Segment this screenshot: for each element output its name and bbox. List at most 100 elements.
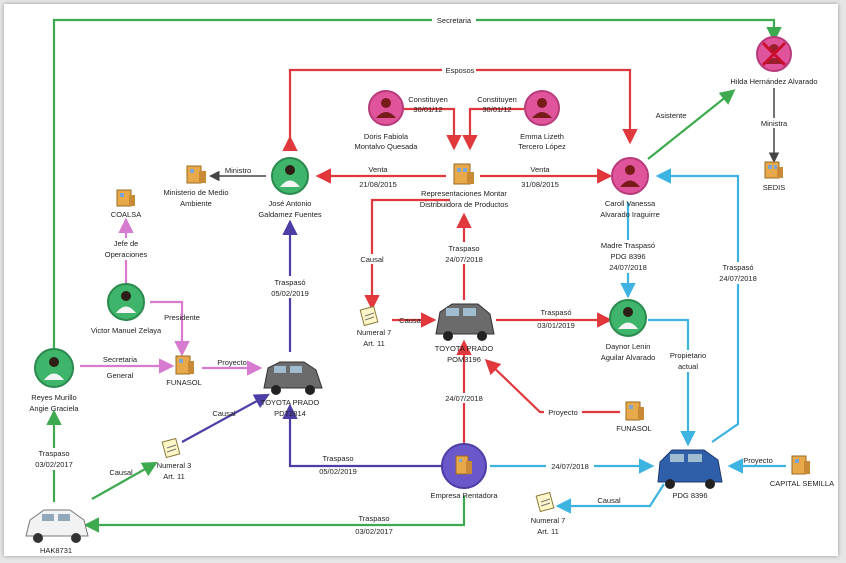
label-madre-2: PDG 8396 [610, 252, 645, 261]
toyota-pom-name-2: POM3196 [447, 355, 481, 364]
edge-asistente [647, 89, 736, 160]
node-numeral7-a[interactable]: Numeral 7 Art. 11 [357, 305, 392, 348]
label-traspaso-empresa-pdt-1: Traspaso [323, 454, 354, 463]
hak-name: HAK8731 [40, 546, 72, 555]
coalsa-name: COALSA [111, 210, 141, 219]
building-icon [455, 455, 472, 475]
node-hak[interactable]: HAK8731 [25, 509, 89, 555]
label-causal-green: Causal [109, 468, 133, 477]
numeral7-a-name-2: Art. 11 [363, 339, 385, 348]
edge-proyecto-red [484, 358, 620, 414]
label-traspaso-rep-2: 24/07/2018 [445, 255, 483, 264]
label-traspaso-right-1: Traspasó [723, 263, 754, 272]
edge-traspaso-right [655, 168, 740, 443]
jose-name-2: Galdamez Fuentes [258, 210, 322, 219]
label-venta-2a: Venta [530, 165, 550, 174]
node-representaciones[interactable]: Representaciones Montar Distribuidora de… [420, 163, 509, 209]
daynor-name-1: Daynor Lenin [606, 342, 651, 351]
numeral7-b-name-1: Numeral 7 [531, 516, 566, 525]
label-fecha-pom-empresa: 24/07/2018 [445, 394, 483, 403]
emma-name-1: Emma Lizeth [520, 132, 564, 141]
building-icon [764, 161, 783, 179]
node-funasol-1[interactable]: FUNASOL [166, 355, 202, 387]
node-doris[interactable]: Doris Fabiola Montalvo Quesada [355, 90, 419, 151]
building-icon [453, 163, 474, 185]
reyes-name-1: Reyes Murillo [31, 393, 76, 402]
building-icon [116, 189, 135, 207]
node-emma[interactable]: Emma Lizeth Tercero López [518, 90, 566, 151]
document-icon [161, 437, 181, 459]
car-suv-icon [263, 361, 323, 395]
node-ministerio[interactable]: Ministerio de Medio Ambiente [163, 165, 229, 208]
caroll-name-1: Caroll Vanessa [605, 199, 656, 208]
label-proyecto-1: Proyecto [217, 358, 247, 367]
edge-causal-purple [181, 393, 270, 443]
relationship-diagram: Secretaria Esposos Constituyen 30/01/12 … [25, 15, 834, 555]
node-victor[interactable]: Victor Manuel Zelaya [91, 283, 162, 335]
edge-causal-red [364, 198, 450, 311]
label-constituyen-1b: 30/01/12 [413, 105, 442, 114]
funasol-2-name: FUNASOL [616, 424, 651, 433]
caroll-name-2: Alvarado Iraguirre [600, 210, 660, 219]
node-coalsa[interactable]: COALSA [111, 189, 141, 219]
funasol-1-name: FUNASOL [166, 378, 201, 387]
label-constituyen-1a: Constituyen [408, 95, 448, 104]
label-traspaso-bottom-1: Traspaso [359, 514, 390, 523]
label-secretaria-general-2: General [107, 371, 134, 380]
edge-causal-blue [555, 483, 665, 514]
node-capital[interactable]: CAPITAL SEMILLA [770, 455, 834, 488]
label-venta-1b: 21/08/2015 [359, 180, 397, 189]
edge-presidente [150, 300, 190, 357]
label-traspaso-rep-1: Traspaso [449, 244, 480, 253]
label-causal-blue: Causal [597, 496, 621, 505]
car-white-icon [25, 509, 89, 543]
label-secretaria-top: Secretaria [437, 16, 472, 25]
node-caroll[interactable]: Caroll Vanessa Alvarado Iraguirre [600, 157, 660, 219]
node-pdg[interactable]: PDG 8396 [657, 449, 723, 500]
building-icon [625, 401, 644, 421]
label-madre-1: Madre Traspasó [601, 241, 655, 250]
label-traspaso-jose-2: 05/02/2019 [271, 289, 309, 298]
label-propietario-1: Propietario [670, 351, 706, 360]
jose-name-1: José Antonio [269, 199, 312, 208]
node-hilda[interactable]: Hilda Hernández Alvarado [730, 36, 818, 86]
edge-constituyen-emma [462, 107, 524, 151]
node-jose[interactable]: José Antonio Galdamez Fuentes [258, 157, 322, 219]
edge-labels: Secretaria Esposos Constituyen 30/01/12 … [30, 15, 792, 536]
label-causal-red: Causal [360, 255, 384, 264]
label-esposos: Esposos [446, 66, 475, 75]
numeral3-name-2: Art. 11 [163, 472, 185, 481]
label-secretaria-general-1: Secretaria [103, 355, 138, 364]
representaciones-name-2: Distribuidora de Productos [420, 200, 509, 209]
edge-secretaria-top [52, 18, 782, 349]
node-toyota-pom[interactable]: TOYOTA PRADO POM3196 [435, 303, 495, 364]
node-numeral7-b[interactable]: Numeral 7 Art. 11 [531, 491, 566, 536]
toyota-pdt-name-2: PDT2814 [274, 409, 306, 418]
node-toyota-pdt[interactable]: TOYOTA PRADO PDT2814 [261, 361, 323, 418]
label-causa-red: Causa [399, 316, 422, 325]
label-fecha-empresa-pdg: 24/07/2018 [551, 462, 589, 471]
node-numeral3[interactable]: Numeral 3 Art. 11 [157, 437, 192, 481]
node-sedis[interactable]: SEDIS [763, 161, 786, 192]
node-daynor[interactable]: Daynor Lenin Aguilar Alvarado [601, 299, 656, 362]
ministerio-name-2: Ambiente [180, 199, 212, 208]
label-traspaso-right-2: 24/07/2018 [719, 274, 757, 283]
car-suv-icon [435, 303, 495, 341]
edge-traspaso-empresa-pdt [282, 403, 442, 468]
label-traspaso-reyes-1: Traspaso [39, 449, 70, 458]
edge-causal-green [91, 461, 158, 500]
representaciones-name-1: Representaciones Montar [421, 189, 507, 198]
edge-esposos [282, 68, 638, 151]
label-venta-2b: 31/08/2015 [521, 180, 559, 189]
numeral3-name-1: Numeral 3 [157, 461, 192, 470]
toyota-pom-name-1: TOYOTA PRADO [435, 344, 494, 353]
node-reyes[interactable]: Reyes Murillo Angie Graciela [29, 348, 79, 413]
document-icon [359, 305, 379, 327]
label-jefe-1: Jefe de [114, 239, 139, 248]
pdg-name: PDG 8396 [672, 491, 707, 500]
node-empresa[interactable]: Empresa Rentadora [430, 443, 498, 500]
sedis-name: SEDIS [763, 183, 786, 192]
label-propietario-2: actual [678, 362, 698, 371]
daynor-name-2: Aguilar Alvarado [601, 353, 656, 362]
node-funasol-2[interactable]: FUNASOL [616, 401, 652, 433]
